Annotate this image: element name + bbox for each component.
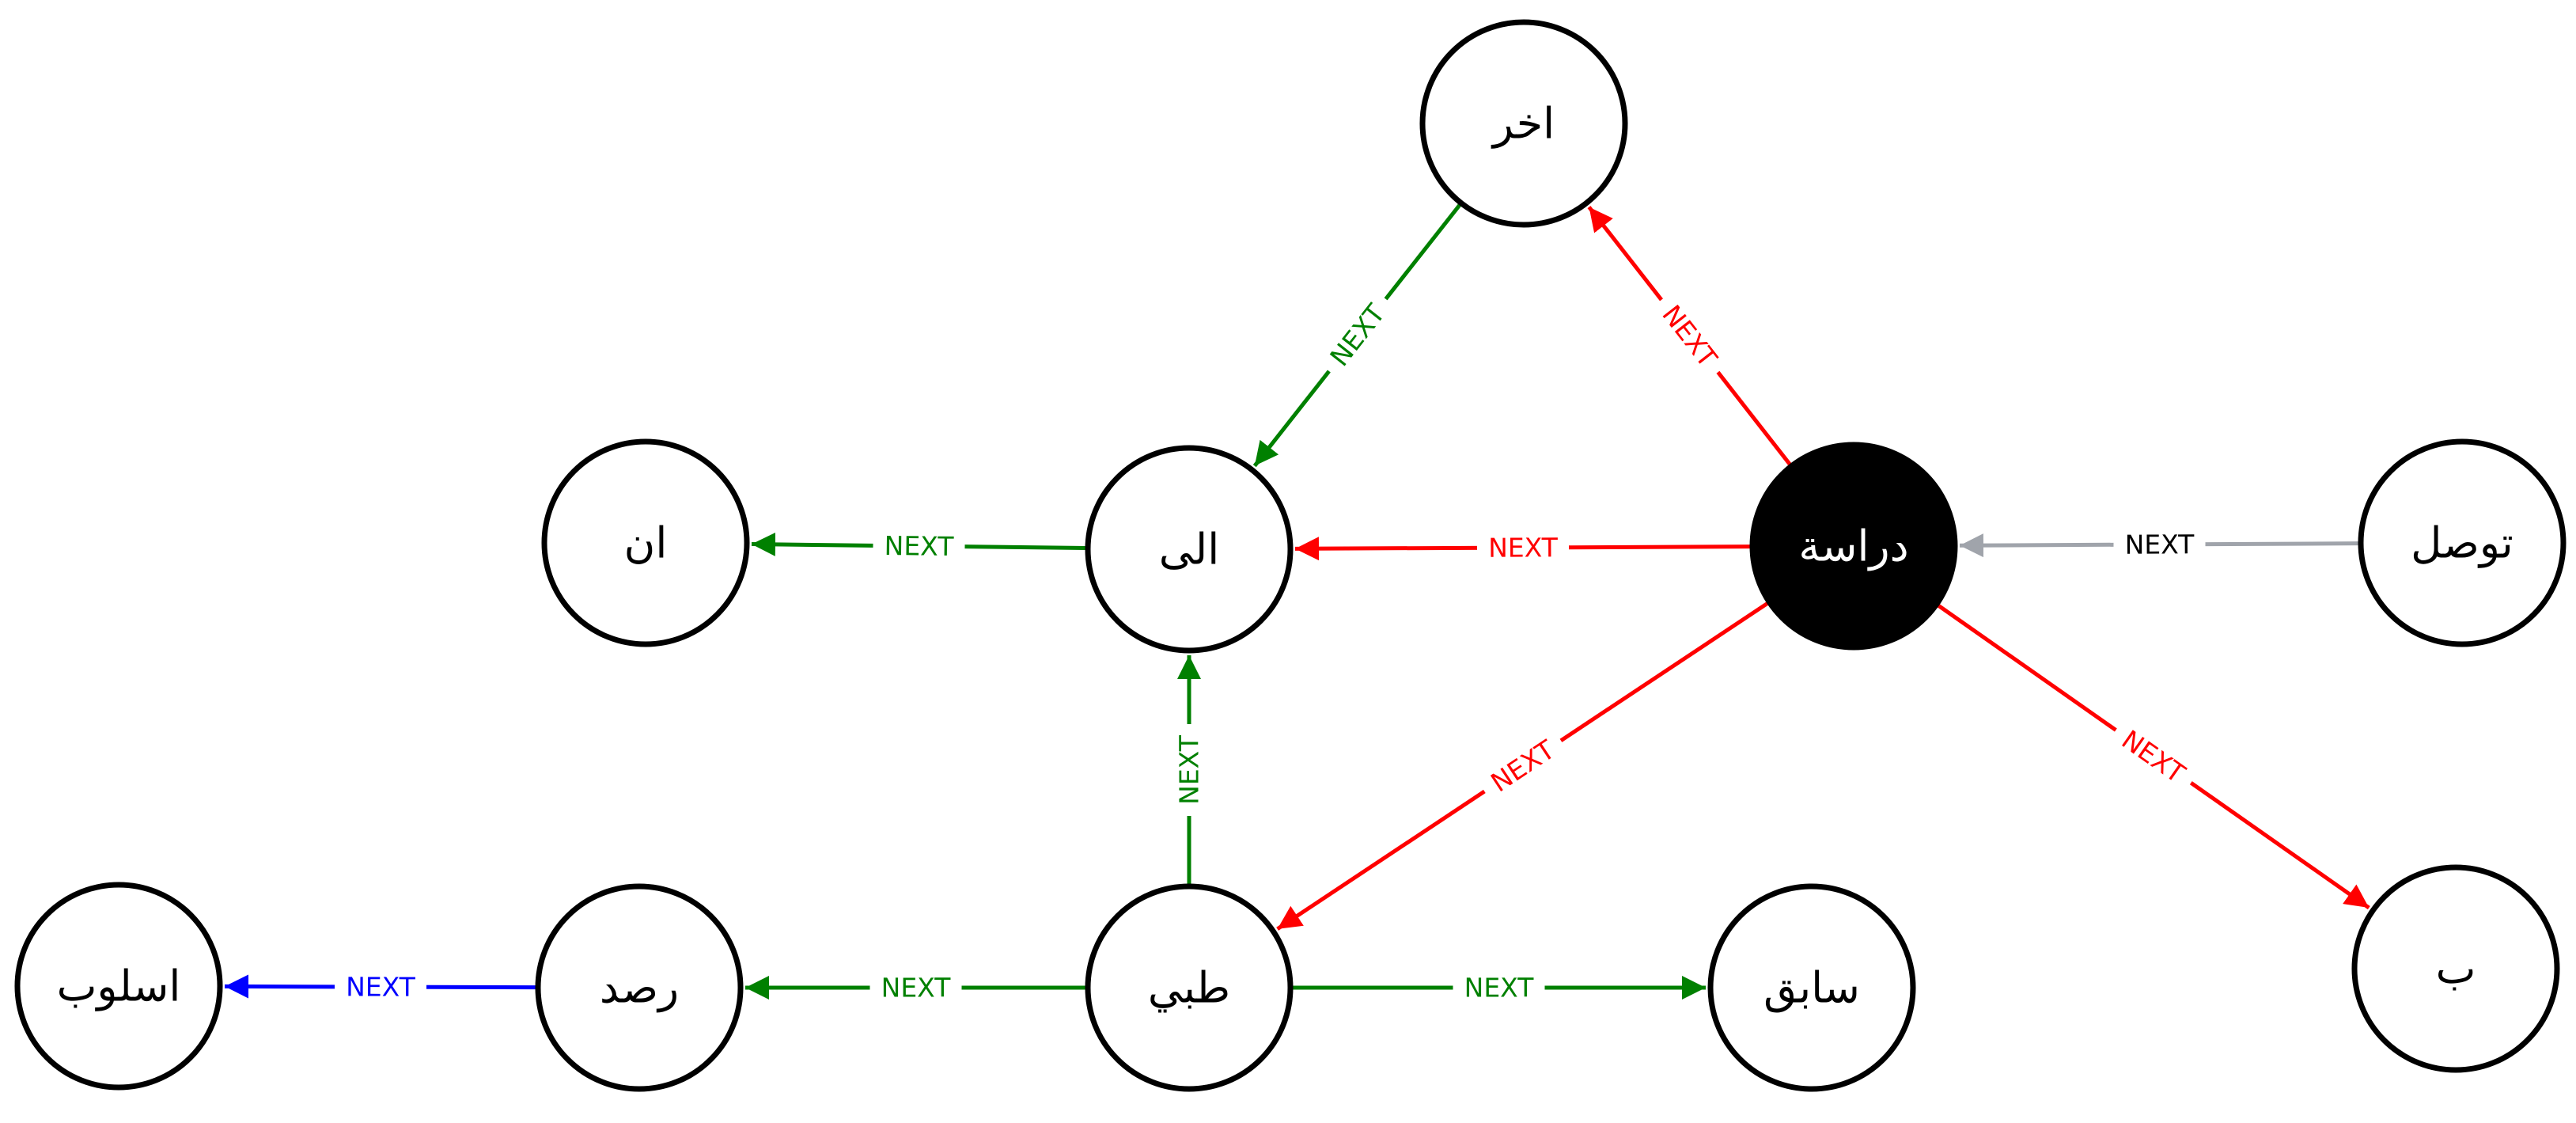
edge-label: NEXT <box>881 973 952 1003</box>
edge-dirasa-to-ba: NEXT <box>1936 603 2370 910</box>
node-label: توصل <box>2411 518 2513 568</box>
edge-label-bg <box>2106 717 2200 796</box>
node-circle <box>535 883 744 1092</box>
node-circle <box>1419 19 1628 228</box>
edge-tawassul-to-dirasa: NEXT <box>1959 528 2360 561</box>
node-label: ان <box>624 518 668 568</box>
edge-label-bg <box>1453 972 1545 1003</box>
edge-label-bg <box>1476 531 1570 564</box>
edge-label-bg <box>1173 724 1205 816</box>
node-label: دراسة <box>1798 522 1908 571</box>
node-circle <box>1749 442 1958 651</box>
node-tibbi[interactable]: طبي <box>1085 883 1294 1092</box>
edge-label: NEXT <box>1464 973 1535 1003</box>
node-akhar[interactable]: اخر <box>1419 19 1628 228</box>
edge-label-bg <box>2113 528 2206 561</box>
edge-tibbi-to-rasd: NEXT <box>745 972 1086 1003</box>
node-sabiq[interactable]: سابق <box>1707 883 1916 1092</box>
node-label: ب <box>2436 944 2476 994</box>
node-circle <box>1085 883 1294 1092</box>
edge-dirasa-to-akhar: NEXT <box>1587 206 1792 467</box>
node-label: الى <box>1159 525 1219 575</box>
edge-label-bg <box>334 970 427 1003</box>
edge-label-bg <box>873 529 965 563</box>
node-tawassul[interactable]: توصل <box>2358 438 2567 647</box>
node-circle <box>2358 438 2567 647</box>
node-dirasa[interactable]: دراسة <box>1749 442 1958 651</box>
edge-tibbi-to-ila: NEXT <box>1173 655 1205 885</box>
edge-dirasa-to-ila: NEXT <box>1294 531 1752 564</box>
node-circle <box>2351 864 2560 1073</box>
edge-rasd-to-uslub: NEXT <box>224 970 537 1003</box>
edge-label-bg <box>1476 727 1570 805</box>
edge-tibbi-to-sabiq: NEXT <box>1292 972 1706 1003</box>
node-label: اخر <box>1491 99 1555 149</box>
edge-label-bg <box>1649 290 1731 382</box>
edge-label: NEXT <box>346 971 416 1002</box>
node-rasd[interactable]: رصد <box>535 883 744 1092</box>
node-ila[interactable]: الى <box>1085 445 1294 654</box>
edge-label-bg <box>1316 289 1399 381</box>
nodes-layer: اخر ان الى دراسة توصل اسلوب رصد طبي سابق ب <box>14 19 2567 1092</box>
edge-dirasa-to-tibbi: NEXT <box>1276 601 1770 931</box>
node-circle <box>1707 883 1916 1092</box>
node-label: سابق <box>1763 963 1860 1014</box>
edge-label: NEXT <box>1488 532 1559 563</box>
node-label: طبي <box>1148 963 1230 1013</box>
node-label: رصد <box>600 963 679 1013</box>
node-ba[interactable]: ب <box>2351 864 2560 1073</box>
edge-label: NEXT <box>2125 529 2195 560</box>
node-circle <box>541 438 750 647</box>
node-uslub[interactable]: اسلوب <box>14 882 223 1091</box>
edge-ila-to-an: NEXT <box>751 529 1087 563</box>
node-circle <box>14 882 223 1091</box>
edge-label: NEXT <box>1174 734 1205 805</box>
node-label: اسلوب <box>57 962 181 1011</box>
node-an[interactable]: ان <box>541 438 750 647</box>
edge-label: NEXT <box>884 530 954 562</box>
node-circle <box>1085 445 1294 654</box>
edges-layer: NEXT NEXT NEXT NEXT NEXT NEXT NEXT NEXT NEXT NEXT… <box>224 203 2370 1003</box>
edge-label-bg <box>869 972 962 1003</box>
edge-akhar-to-ila: NEXT <box>1252 203 1462 468</box>
